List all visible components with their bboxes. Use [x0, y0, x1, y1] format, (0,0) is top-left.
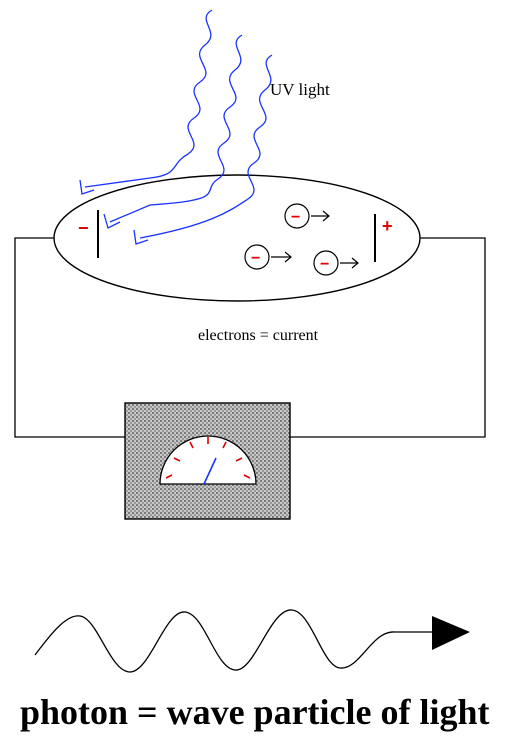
anode-sign: + [382, 216, 393, 236]
current-label: electrons = current [198, 327, 319, 344]
electron-1: − [284, 203, 330, 229]
meter-needle [203, 457, 217, 485]
electron-3: − [313, 250, 359, 276]
cathode-sign: − [78, 218, 89, 238]
electron-sign: − [320, 256, 329, 273]
meter-dial [159, 435, 257, 485]
electron-sign: − [251, 250, 260, 267]
uv-label: UV light [270, 80, 330, 99]
uv-arrowheads [79, 179, 149, 245]
uv-waves [84, 9, 273, 239]
electron-2: − [244, 244, 292, 270]
vacuum-tube [53, 174, 421, 302]
circuit-wire [14, 237, 486, 438]
caption: photon = wave particle of light [20, 692, 490, 732]
photon-wave [34, 609, 432, 673]
electron-sign: − [291, 209, 300, 226]
photon-arrowhead [432, 616, 470, 650]
